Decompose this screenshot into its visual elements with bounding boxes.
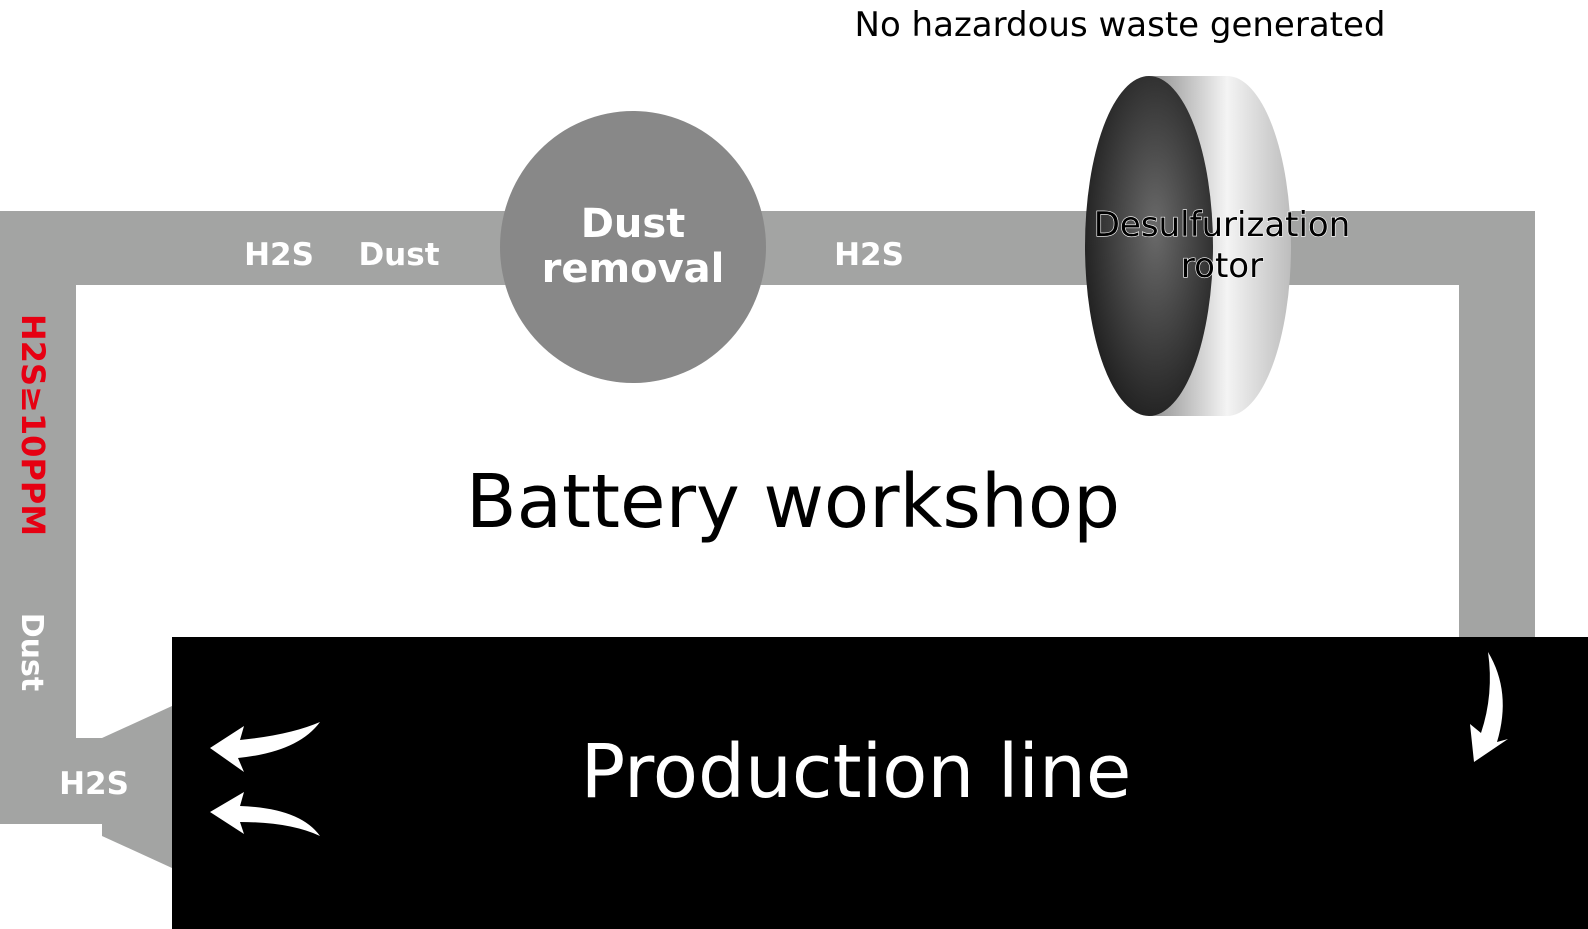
desulfurization-rotor: Desulfurization rotor	[1085, 76, 1351, 416]
battery-workshop-label: Battery workshop	[466, 459, 1120, 545]
duct-left	[0, 211, 76, 824]
rotor-label-line1: Desulfurization	[1094, 205, 1351, 245]
duct-funnel	[102, 706, 172, 868]
duct-right	[1459, 211, 1535, 639]
label-top-middle-h2s: H2S	[834, 237, 904, 273]
duct-bottom-left	[0, 738, 104, 824]
label-h2s-concentration: H2S≥10PPM	[14, 314, 52, 536]
production-line-block	[172, 637, 1588, 929]
rotor-face	[1085, 76, 1213, 416]
dust-removal-label-line2: removal	[542, 246, 725, 292]
arrow-down-right-icon	[1470, 652, 1508, 762]
label-bottom-left-h2s: H2S	[59, 766, 129, 802]
production-line: Production line	[172, 637, 1588, 929]
rotor-label-line2: rotor	[1181, 246, 1263, 286]
production-line-label: Production line	[581, 729, 1132, 815]
no-hazardous-waste-note: No hazardous waste generated	[855, 5, 1386, 45]
label-top-left-dust: Dust	[358, 237, 439, 273]
dust-removal-circle	[500, 111, 766, 383]
arrow-left-lower-icon	[210, 792, 320, 836]
label-top-left-h2s: H2S	[244, 237, 314, 273]
arrow-left-upper-icon	[210, 722, 320, 772]
label-left-dust: Dust	[14, 613, 49, 691]
dust-removal-label-line1: Dust	[581, 201, 686, 247]
dust-removal-unit: Dust removal	[500, 111, 766, 383]
flow-arrows	[210, 652, 1508, 836]
